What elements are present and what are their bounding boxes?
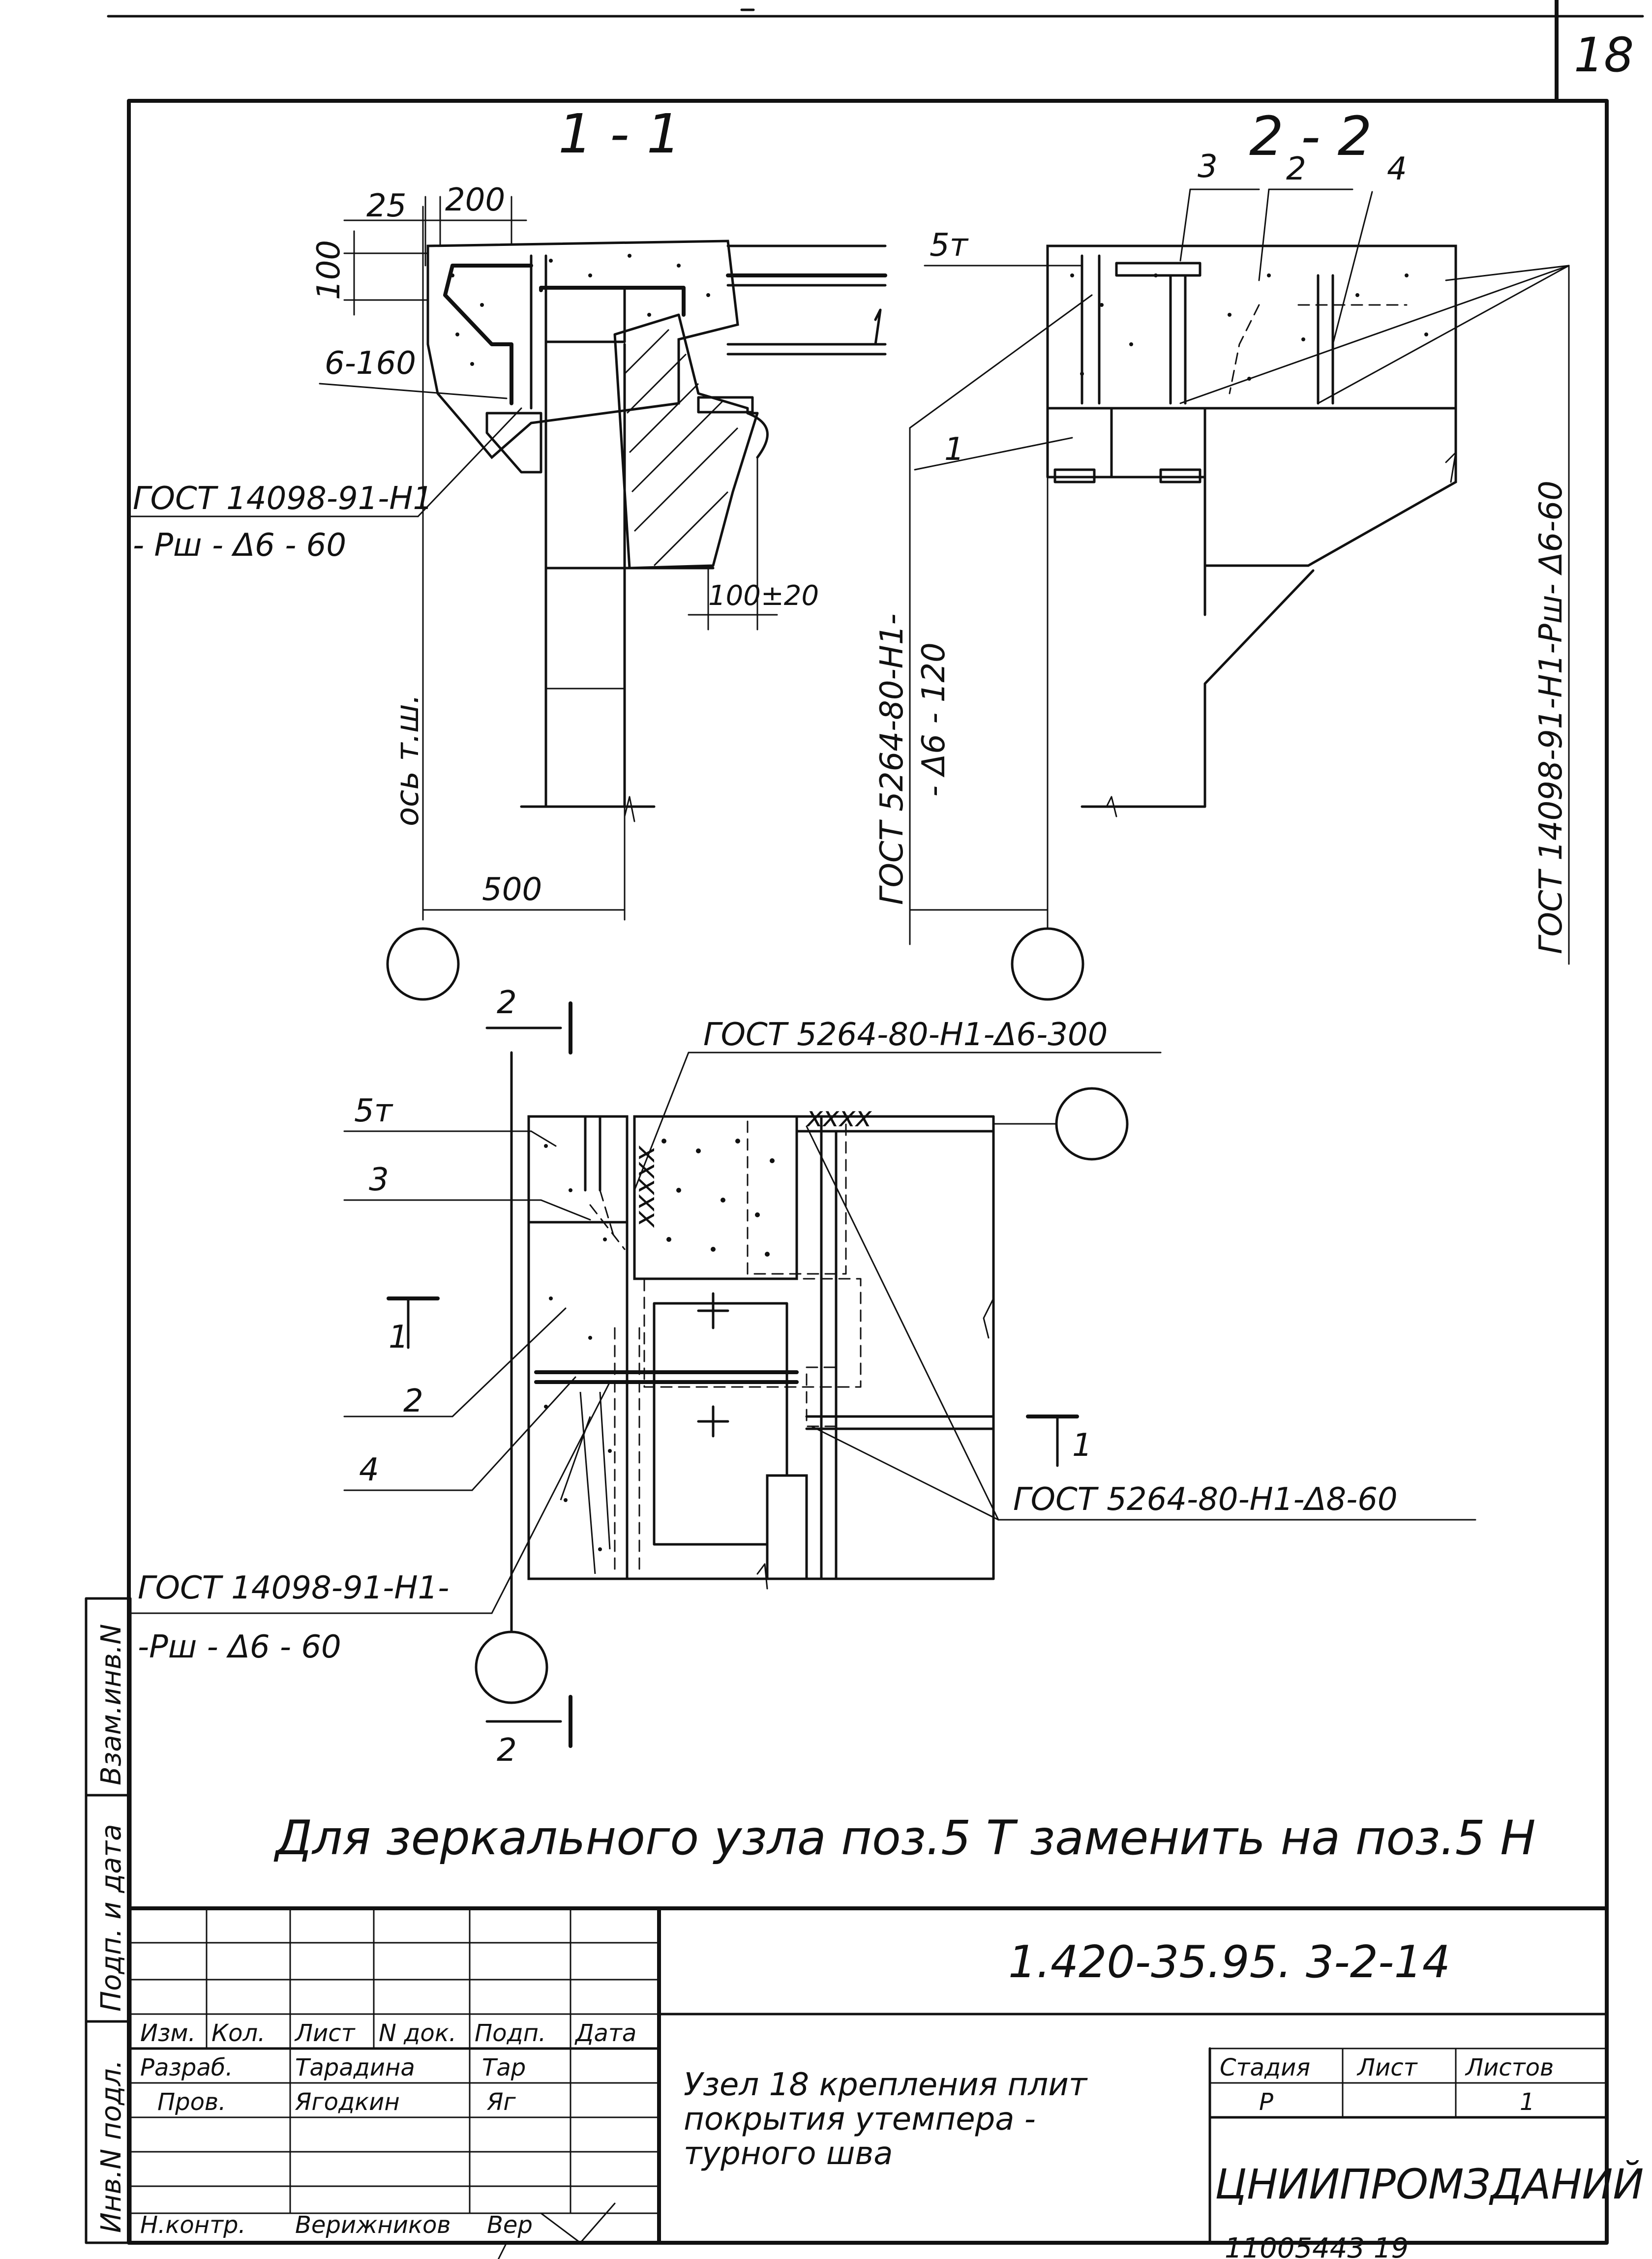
dim-25: 25 [366,188,406,224]
plan-pos-3: 3 [369,1162,389,1198]
plan-callout-right: ГОСТ 5264-80-Н1-Δ8-60 [1013,1481,1398,1518]
s2-pos-3: 3 [1198,149,1218,185]
row-nkontr-name: Верижников [295,2211,451,2239]
axis-bubble-plan-left [475,1630,548,1704]
s2-callout-left-2: - Δ6 - 120 [916,642,952,797]
stamp-inv: Инв.N подл. [95,2060,127,2233]
page-number-box: 18 [1574,28,1634,83]
dim-200: 200 [445,182,505,218]
cut-1-left: 1 [389,1319,409,1355]
cut-2-bottom: 2 [497,1732,517,1769]
mirror-note: Для зеркального узла поз.5 Т заменить на… [273,1810,1535,1866]
title-line-3: турного шва [684,2136,893,2172]
hdr-izm: Изм. [140,2019,196,2047]
cut-2-top: 2 [497,985,517,1021]
hdr-kol: Кол. [211,2019,265,2047]
axis-bubble-plan-right [1055,1087,1129,1161]
s2-pos-2: 2 [1286,151,1306,187]
row-nkontr-sign: Вер [487,2211,533,2239]
stamp-replace: Взам.инв.N [95,1624,127,1785]
cut-1-right: 1 [1072,1427,1092,1464]
section-1-1: 1 - 1 25 200 100 [127,102,887,1001]
dim-100-20: 100±20 [708,580,819,612]
section-2-title: 2 - 2 [1249,105,1372,168]
plan-pos-4: 4 [359,1452,379,1488]
s2-pos-5t: 5т [930,227,969,264]
stage-val-stadiya: Р [1259,2088,1273,2116]
row-razrab-role: Разраб. [140,2054,233,2081]
margin-stamp: Инв.N подл. Подп. и дата Взам.инв.N [85,1597,132,2244]
row-nkontr-role: Н.контр. [140,2211,246,2239]
plan-view: 2 2 1 1 xxx [127,985,1476,1769]
stage-hdr-stadiya: Стадия [1220,2054,1310,2081]
title-line-1: Узел 18 крепления плит [684,2067,1088,2103]
hdr-list: Лист [294,2019,356,2047]
s2-callout-right: ГОСТ 14098-91-Н1-Рш- Δ6-60 [1533,481,1569,954]
stamp-sign: Подп. и дата [95,1824,127,2012]
plan-callout-left-2: -Рш - Δ6 - 60 [138,1629,341,1665]
dim-100-vert: 100 [311,240,347,300]
page-number: 18 [1574,28,1634,83]
sheet-frame [107,0,1644,2245]
dim-500: 500 [482,872,542,908]
axis-label: ось т.ш. [390,694,426,826]
plan-callout-left-1: ГОСТ 14098-91-Н1- [138,1570,449,1606]
weld-mark-1: xxxxx [629,1145,661,1228]
stage-hdr-listov: Листов [1465,2054,1554,2081]
section-1-title: 1 - 1 [558,102,681,165]
axis-bubble-2 [1011,927,1084,1001]
title-block: Изм. Кол. Лист N док. Подп. Дата Разраб.… [128,1906,1644,2259]
s2-pos-4: 4 [1387,151,1407,187]
plan-pos-2: 2 [403,1383,423,1419]
section-2-2: 2 - 2 5т 3 [874,105,1570,1001]
callout-1-line2: - Рш - Δ6 - 60 [133,527,346,564]
s2-callout-left-1: ГОСТ 5264-80-Н1- [874,613,910,905]
row-razrab-name: Тарадина [295,2054,415,2081]
callout-1-line1: ГОСТ 14098-91-Н1 [133,481,433,517]
sheet-designation: 1.420-35.95. 3-2-14 [1008,1936,1450,1988]
row-razrab-sign: Тар [482,2054,526,2081]
row-prov-role: Пров. [157,2088,226,2116]
row-prov-sign: Яг [486,2088,516,2116]
organization: ЦНИИПРОМЗДАНИЙ [1215,2160,1644,2208]
plan-callout-top: ГОСТ 5264-80-Н1-Δ6-300 [703,1017,1108,1053]
stage-hdr-list: Лист [1356,2054,1418,2081]
footer-code: 11005443 19 [1225,2232,1409,2259]
plan-pos-5t: 5т [354,1093,393,1129]
title-line-2: покрытия утемпера - [684,2101,1036,2138]
hdr-ndoc: N док. [379,2019,456,2047]
label-6-160: 6-160 [325,345,416,382]
row-prov-name: Ягодкин [295,2088,400,2116]
axis-bubble-1 [386,927,460,1001]
stage-val-listov: 1 [1520,2088,1535,2116]
hdr-podp: Подп. [475,2019,546,2047]
hdr-data: Дата [574,2019,636,2047]
